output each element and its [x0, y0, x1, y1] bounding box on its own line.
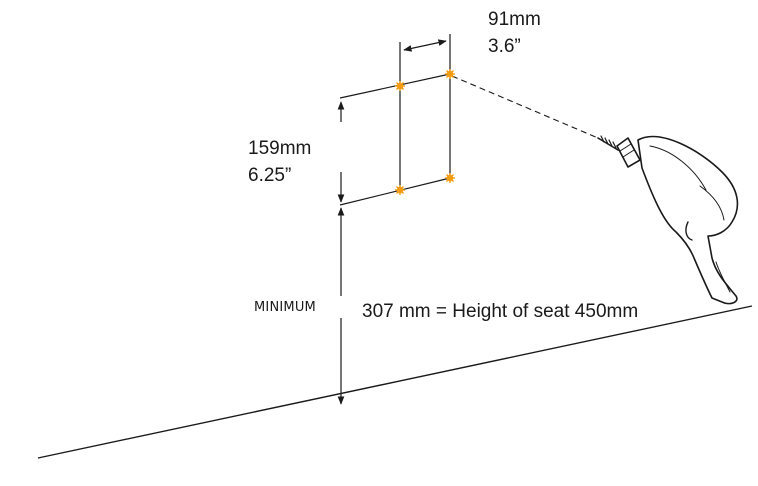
minimum-height-note: 307 mm = Height of seat 450mm [362, 301, 639, 322]
power-drill-icon [597, 135, 739, 305]
width-metric-label: 91mm [488, 9, 541, 30]
floor-line [37, 305, 753, 459]
drill-path-dashed-line [451, 75, 599, 139]
height-imperial-label: 6.25” [248, 165, 292, 186]
width-imperial-label: 3.6” [488, 36, 521, 57]
minimum-label: MINIMUM [254, 300, 316, 315]
drill-point-marker-icon [395, 69, 455, 195]
width-dimension-line [399, 34, 451, 86]
height-metric-label: 159mm [248, 138, 312, 159]
hole-pattern [339, 73, 451, 206]
